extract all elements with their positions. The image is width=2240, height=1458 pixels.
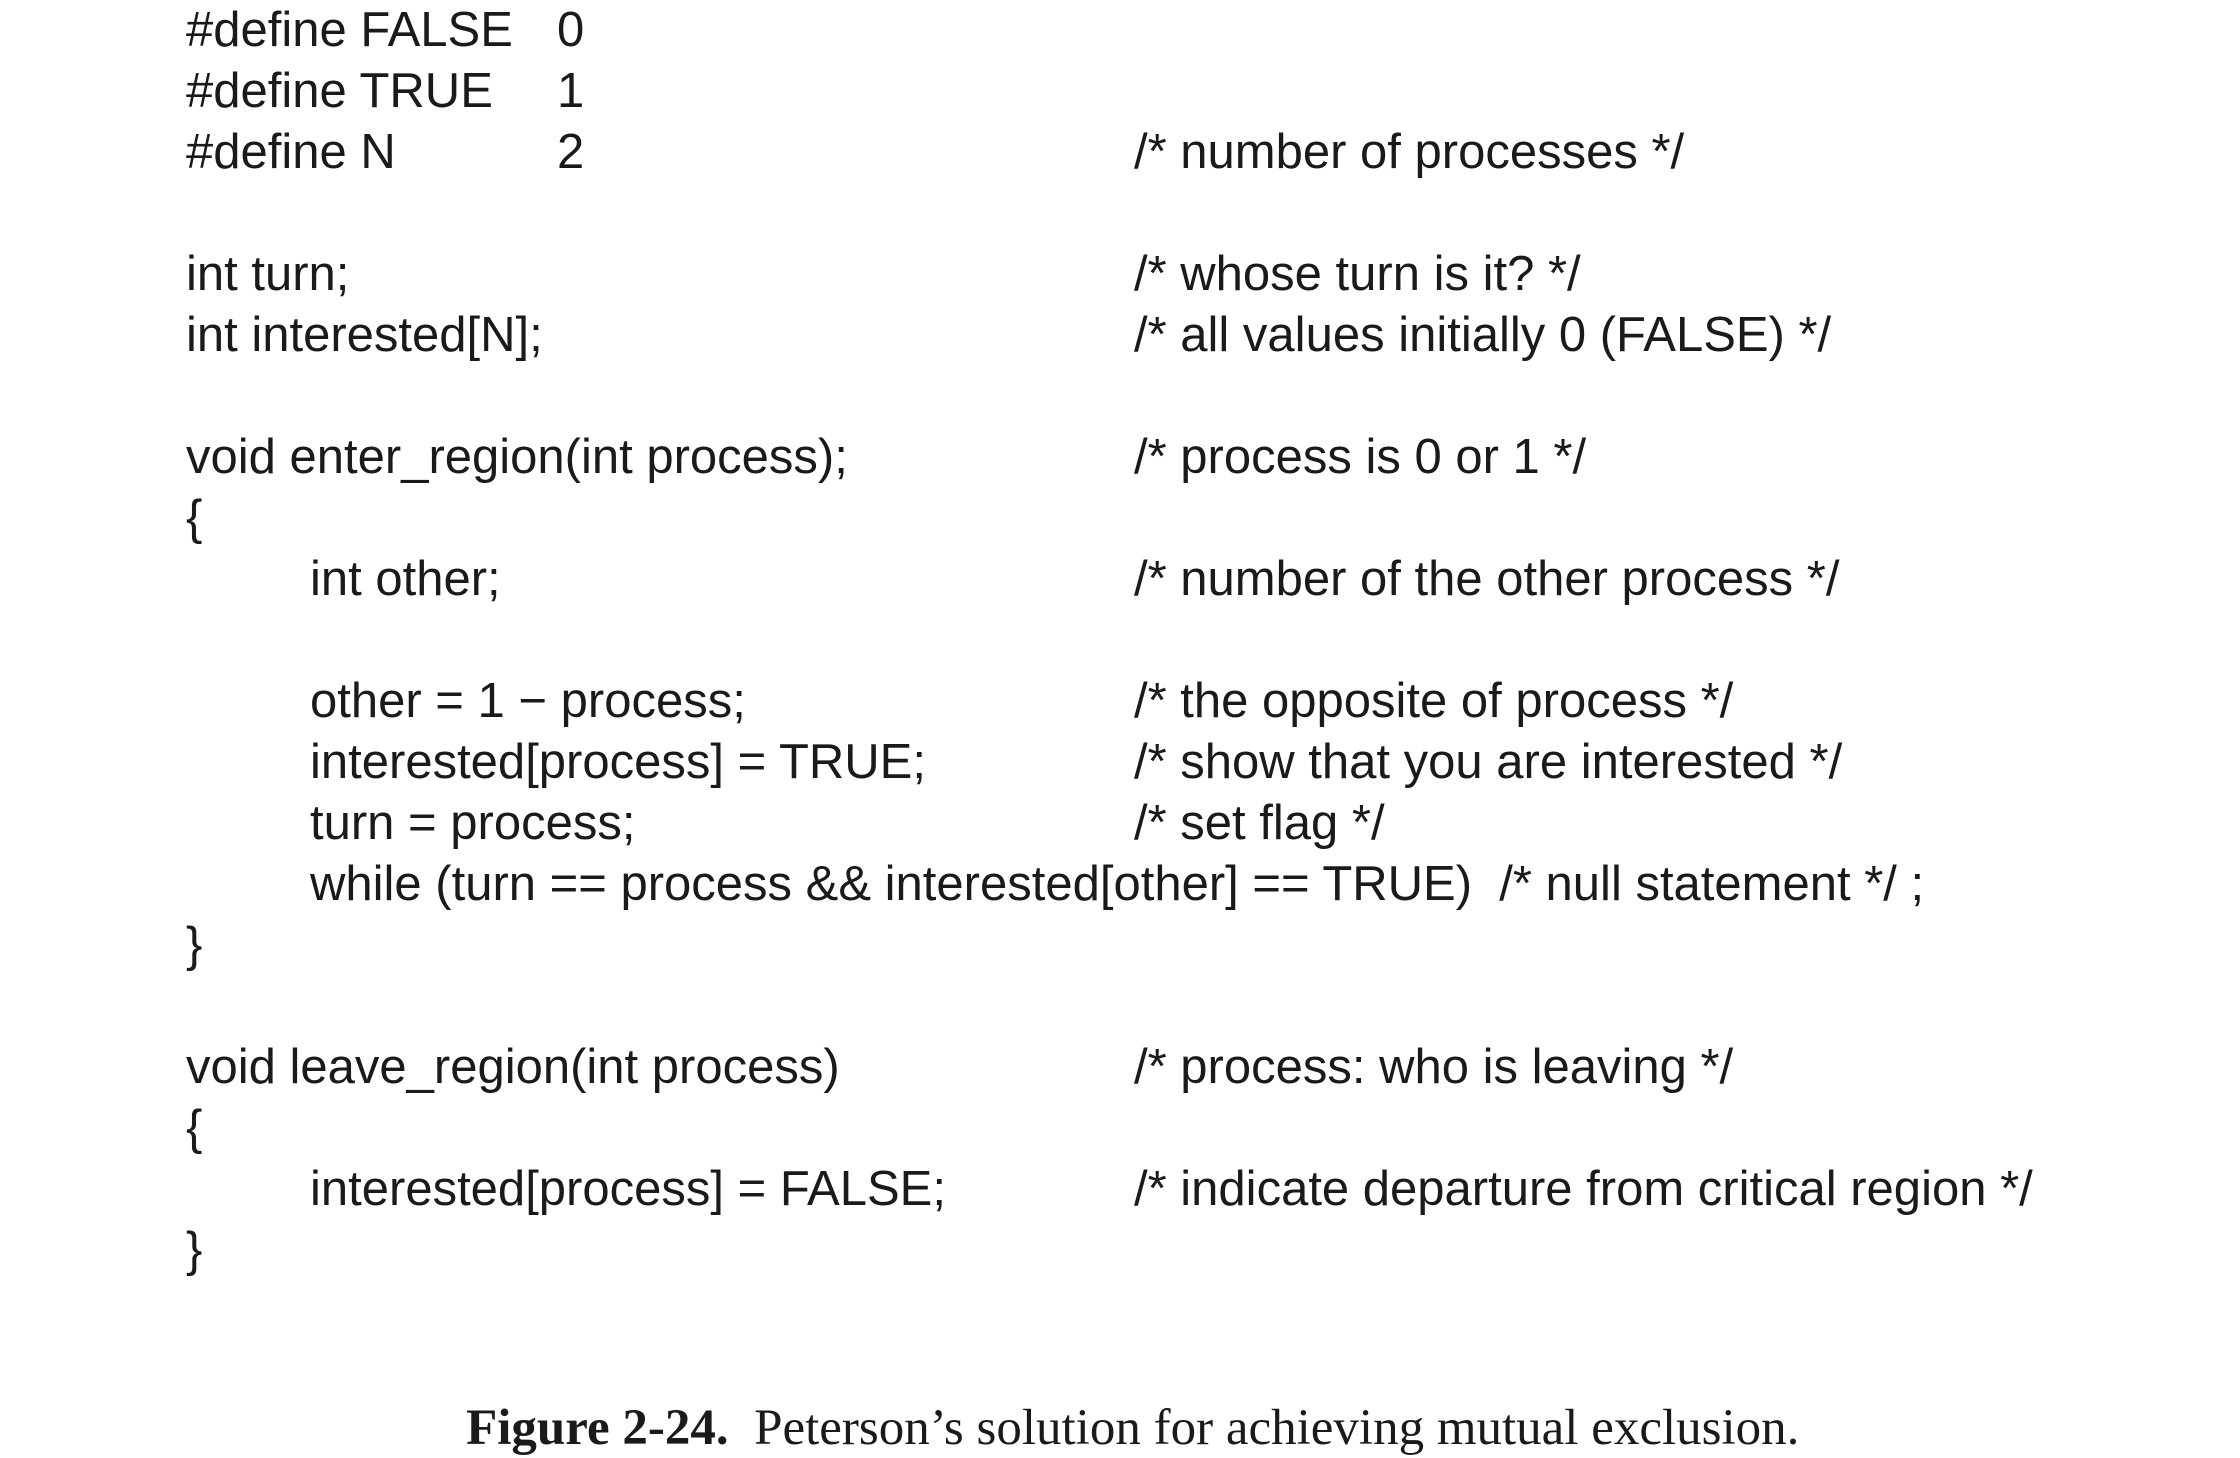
- code-comment: /* process: who is leaving */: [1134, 1040, 1734, 1094]
- close-brace-line: }: [0, 915, 2240, 976]
- close-brace: }: [186, 918, 203, 972]
- while-statement: while (turn == process && interested[oth…: [310, 857, 1925, 911]
- declaration-line: int other; /* number of the other proces…: [0, 549, 2240, 610]
- code-text: int interested[N];: [186, 308, 543, 362]
- code-comment: /* the opposite of process */: [1134, 674, 1734, 728]
- code-comment: /* show that you are interested */: [1134, 735, 1843, 789]
- code-text: int other;: [310, 552, 501, 606]
- code-comment: /* whose turn is it? */: [1134, 247, 1581, 301]
- define-true-line: #define TRUE 1: [0, 61, 2240, 122]
- code-comment: /* indicate departure from critical regi…: [1134, 1162, 2033, 1216]
- code-comment: /* number of processes */: [1134, 125, 1685, 179]
- code-text: interested[process] = FALSE;: [310, 1162, 946, 1216]
- define-name: #define N: [186, 125, 396, 179]
- while-loop-line: while (turn == process && interested[oth…: [0, 854, 2240, 915]
- code-comment: /* set flag */: [1134, 796, 1385, 850]
- define-value: 0: [557, 3, 585, 57]
- close-brace-line: }: [0, 1220, 2240, 1281]
- code-text: interested[process] = TRUE;: [310, 735, 926, 789]
- code-listing: #define FALSE 0 #define TRUE 1 #define N…: [0, 0, 2240, 1281]
- open-brace: {: [186, 1101, 203, 1155]
- global-turn-line: int turn; /* whose turn is it? */: [0, 244, 2240, 305]
- code-text: int turn;: [186, 247, 350, 301]
- define-value: 2: [557, 125, 585, 179]
- define-name: #define TRUE: [186, 64, 493, 118]
- global-interested-line: int interested[N]; /* all values initial…: [0, 305, 2240, 366]
- code-text: other = 1 − process;: [310, 674, 746, 728]
- function-signature: void leave_region(int process): [186, 1040, 840, 1094]
- define-false-line: #define FALSE 0: [0, 0, 2240, 61]
- figure-label: Figure 2-24.: [466, 1400, 729, 1456]
- code-comment: /* all values initially 0 (FALSE) */: [1134, 308, 1832, 362]
- enter-region-signature-line: void enter_region(int process); /* proce…: [0, 427, 2240, 488]
- code-text: turn = process;: [310, 796, 636, 850]
- function-signature: void enter_region(int process);: [186, 430, 848, 484]
- open-brace-line: {: [0, 1098, 2240, 1159]
- code-comment: /* process is 0 or 1 */: [1134, 430, 1587, 484]
- define-name: #define FALSE: [186, 3, 513, 57]
- figure-caption: Figure 2-24. Peterson’s solution for ach…: [0, 1338, 2240, 1458]
- open-brace-line: {: [0, 488, 2240, 549]
- open-brace: {: [186, 491, 203, 545]
- statement-line: other = 1 − process; /* the opposite of …: [0, 671, 2240, 732]
- figure-caption-text: Peterson’s solution for achieving mutual…: [754, 1400, 1800, 1456]
- define-value: 1: [557, 64, 585, 118]
- statement-line: interested[process] = FALSE; /* indicate…: [0, 1159, 2240, 1220]
- leave-region-signature-line: void leave_region(int process) /* proces…: [0, 1037, 2240, 1098]
- statement-line: turn = process; /* set flag */: [0, 793, 2240, 854]
- close-brace: }: [186, 1223, 203, 1277]
- statement-line: interested[process] = TRUE; /* show that…: [0, 732, 2240, 793]
- code-comment: /* number of the other process */: [1134, 552, 1840, 606]
- define-n-line: #define N 2 /* number of processes */: [0, 122, 2240, 183]
